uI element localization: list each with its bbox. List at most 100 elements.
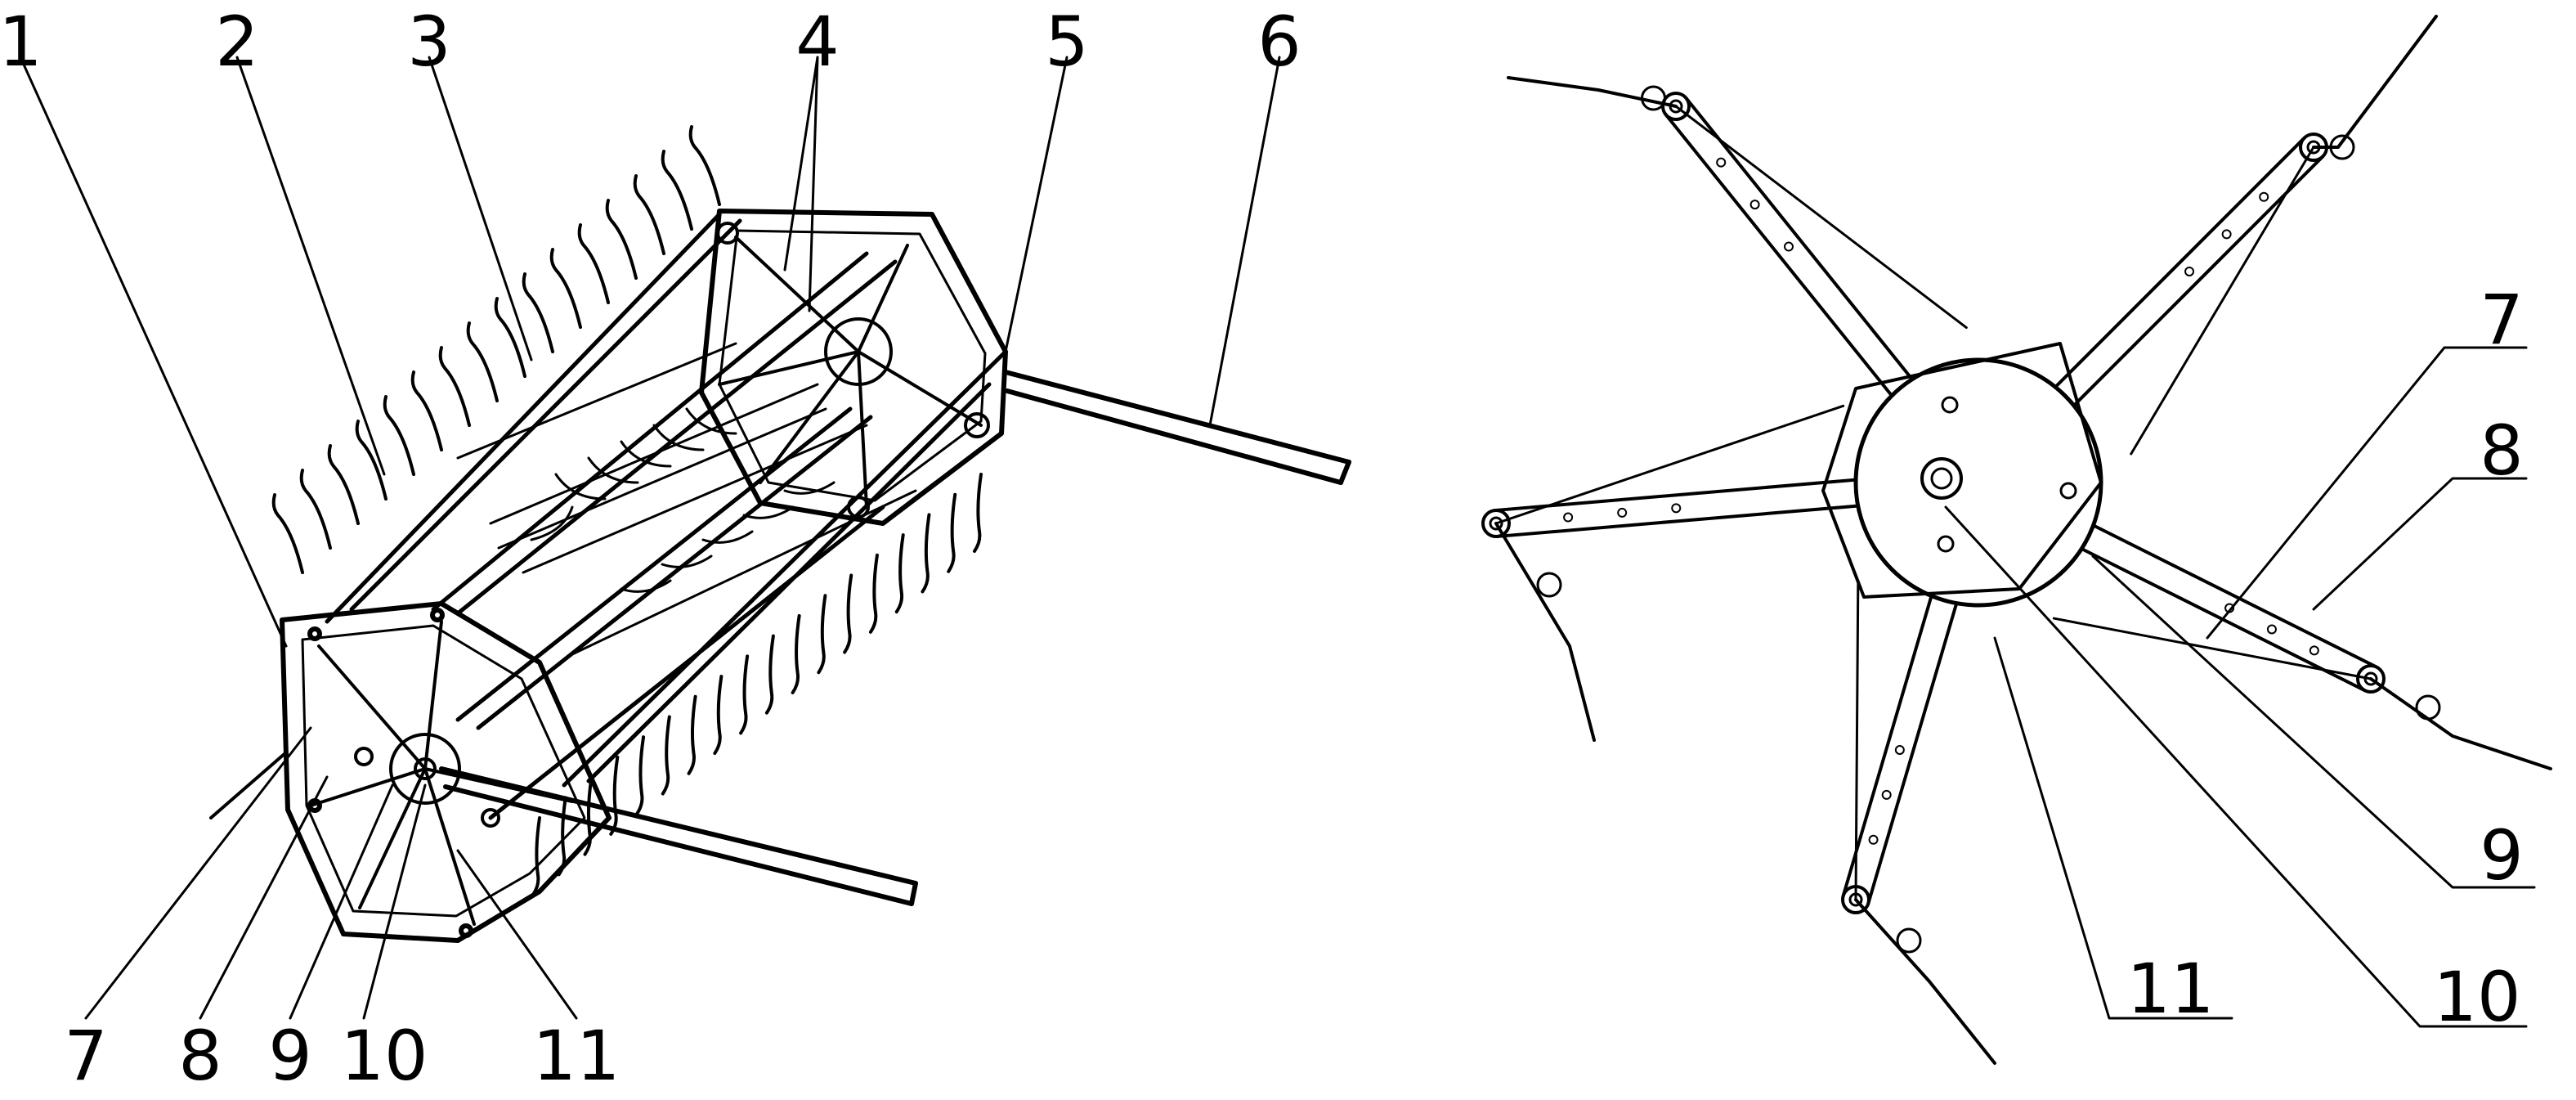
tine — [973, 473, 983, 553]
arm-tine — [2312, 15, 2438, 149]
callout-11: 11 — [533, 1016, 620, 1096]
callout-4: 4 — [795, 2, 839, 82]
center-shaft — [1920, 457, 1963, 500]
tine — [921, 513, 931, 594]
right-end-view — [1481, 15, 2552, 1065]
tine — [894, 533, 905, 614]
arm-clamp — [1536, 572, 1562, 598]
arm-hole — [2266, 624, 2277, 635]
tine — [577, 223, 610, 304]
tine — [687, 694, 697, 775]
tine-bars — [325, 212, 1008, 820]
arm-brace — [1674, 105, 1968, 330]
arm-hole — [1868, 834, 1879, 845]
arm-hole — [2221, 229, 2232, 240]
arm-hole — [1881, 789, 1892, 800]
arm-tine — [2369, 677, 2552, 770]
arm-hole — [1716, 157, 1727, 168]
front-tine-tip — [209, 751, 288, 819]
arm-rail — [2054, 136, 2306, 388]
arm-hole — [1671, 503, 1682, 514]
callout-5: 5 — [1045, 2, 1088, 82]
arm-end-bearing — [1841, 885, 1870, 914]
tine — [661, 150, 693, 231]
right-leader-lines — [1944, 346, 2536, 1028]
tine — [355, 420, 388, 501]
arm-end-bearing-inner — [1489, 516, 1503, 531]
tine — [605, 199, 638, 280]
arm-rail — [1493, 478, 1857, 513]
arm-end-bearing — [1481, 509, 1511, 538]
arm-brace — [1494, 404, 1845, 525]
front-end-frame — [280, 601, 612, 943]
upper-tine-row — [271, 125, 721, 574]
left-leader-lines — [19, 56, 1281, 1020]
arm-end-bearing — [2356, 664, 2386, 694]
tine — [947, 492, 957, 573]
tine — [609, 755, 620, 836]
right-callout-labels: 7 8 9 10 11 — [2127, 280, 2524, 1037]
callout-10-right: 10 — [2434, 957, 2521, 1037]
callout-9-right: 9 — [2480, 815, 2523, 896]
tine — [688, 125, 721, 206]
arm-clamp — [2415, 694, 2441, 721]
tine — [438, 346, 471, 427]
tine — [635, 735, 646, 816]
arm-rail — [1841, 595, 1933, 898]
lower-tine-row — [531, 473, 983, 896]
left-callout-labels: 1 2 3 4 5 6 7 8 9 10 11 — [0, 2, 1301, 1096]
arm-rail — [1684, 96, 1914, 381]
arm-hole — [1783, 241, 1794, 252]
tine — [843, 573, 853, 654]
callout-6: 6 — [1257, 2, 1301, 82]
tine — [327, 444, 360, 525]
arm-end-bearing-inner — [1848, 892, 1863, 907]
arm-tine — [1507, 76, 1678, 108]
tine — [817, 594, 827, 675]
tine — [764, 634, 775, 715]
arm-brace — [2130, 146, 2315, 456]
tine — [494, 297, 526, 378]
callout-3: 3 — [407, 2, 450, 82]
arm-end-bearing-inner — [2363, 671, 2378, 686]
arm-brace — [2052, 617, 2372, 680]
tine — [739, 654, 750, 735]
tine — [661, 715, 671, 796]
arm-hole — [1749, 200, 1760, 210]
callout-10: 10 — [341, 1016, 428, 1096]
left-isometric-view — [19, 56, 1351, 1020]
arm-hole — [1894, 744, 1905, 755]
tine — [791, 613, 801, 694]
tine — [383, 395, 415, 476]
arm-hole — [2259, 191, 2269, 202]
front-spider — [309, 620, 574, 926]
callout-8-right: 8 — [2480, 411, 2523, 491]
hub-plate — [1853, 357, 2103, 608]
arm-rail — [2092, 523, 2379, 669]
arm-tine — [1854, 898, 1996, 1065]
tine — [633, 174, 665, 255]
arm-hole — [1617, 507, 1628, 518]
arm-hole — [1563, 512, 1574, 523]
tine — [466, 321, 499, 402]
arm-rail — [2072, 155, 2325, 407]
tine — [522, 272, 554, 353]
arm-clamp — [1896, 927, 1922, 954]
arm-tine — [1494, 522, 1596, 742]
callout-7-right: 7 — [2480, 280, 2523, 360]
tine — [410, 370, 443, 451]
drive-shafts — [439, 370, 1351, 906]
arm-rail — [1664, 113, 1893, 397]
tine — [868, 553, 879, 634]
arm-clamp — [1641, 85, 1666, 111]
arm-rail — [1866, 602, 1959, 905]
tine — [549, 248, 582, 329]
arm-rail — [1495, 504, 1859, 538]
callout-11-right: 11 — [2127, 949, 2215, 1029]
tine — [713, 675, 724, 756]
rear-spider — [716, 222, 990, 519]
arm-clamp — [2329, 134, 2355, 160]
arm-brace — [1854, 579, 1860, 901]
